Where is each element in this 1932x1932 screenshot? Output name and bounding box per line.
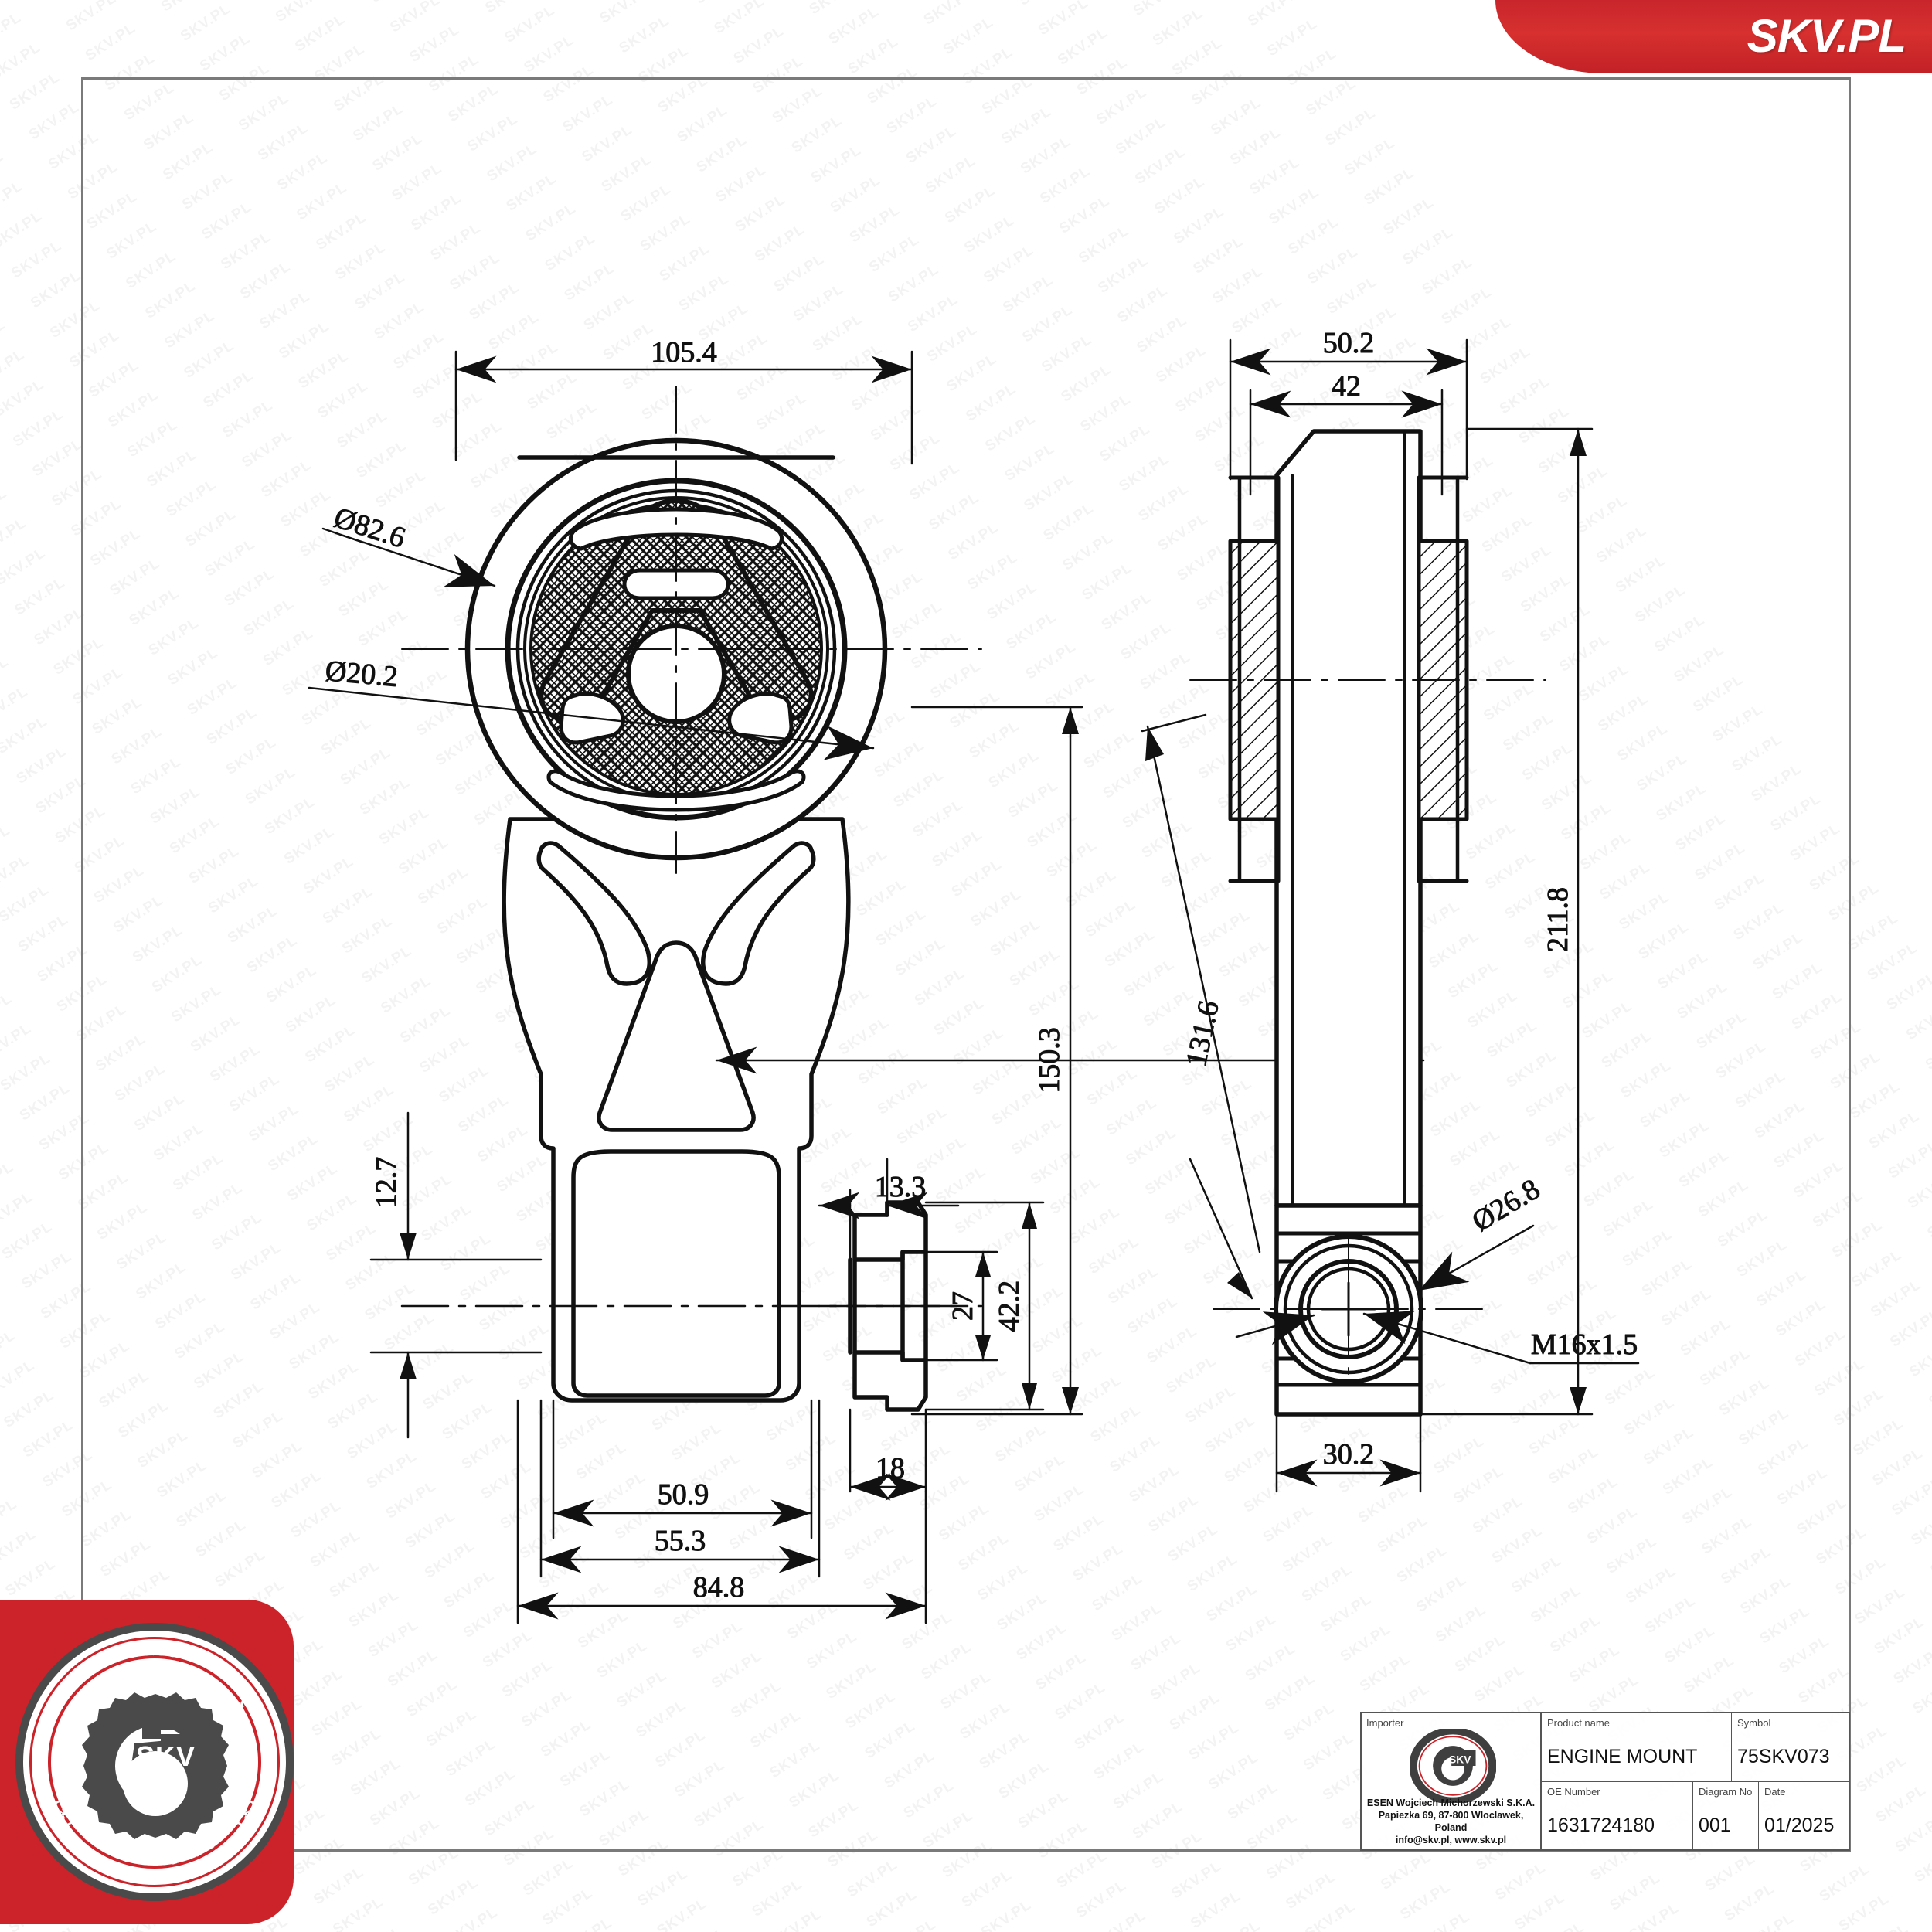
dim-50-9: 50.9 [658, 1478, 709, 1511]
product-name-cell: Product name ENGINE MOUNT [1542, 1713, 1732, 1781]
symbol-value: 75SKV073 [1737, 1746, 1830, 1767]
symbol-cell: Symbol 75SKV073 [1732, 1713, 1849, 1781]
dim-42: 42 [1332, 370, 1361, 403]
dim-55-3: 55.3 [655, 1525, 706, 1557]
importer-name: ESEN Wojciech Michorzewski S.K.A. [1366, 1798, 1536, 1808]
importer-address: Papiezka 69, 87-800 Wloclawek, Poland [1378, 1810, 1524, 1833]
dim-m16: M16x1.5 [1531, 1328, 1638, 1361]
date-cell: Date 01/2025 [1759, 1782, 1849, 1849]
title-block-row-bottom: OE Number 1631724180 Diagram No 001 Date… [1542, 1782, 1849, 1849]
oe-number-value: 1631724180 [1547, 1815, 1655, 1836]
date-value: 01/2025 [1764, 1815, 1835, 1836]
diagram-no-cell: Diagram No 001 [1693, 1782, 1759, 1849]
badge-star-right-icon: ✻ [240, 1806, 253, 1823]
diagram-no-value: 001 [1699, 1815, 1731, 1836]
dim-18: 18 [876, 1452, 905, 1485]
importer-label: Importer [1366, 1717, 1404, 1729]
brand-banner: SKV.PL [1495, 0, 1932, 73]
oe-number-label: OE Number [1547, 1786, 1600, 1798]
drawing-frame [81, 77, 1851, 1852]
dim-50-2: 50.2 [1323, 327, 1375, 359]
badge-center-label: SKV [136, 1740, 196, 1772]
dim-20-2: Ø20.2 [324, 655, 399, 693]
diagram-no-label: Diagram No [1699, 1786, 1753, 1798]
dim-13-3: 13.3 [875, 1171, 927, 1203]
skv-auto-parts-badge: AFTERMARKET PRICE - OE QUALITY AUTO PART… [0, 1592, 325, 1932]
title-block-row-top: Product name ENGINE MOUNT Symbol 75SKV07… [1542, 1713, 1849, 1782]
dim-150-3: 150.3 [1033, 1027, 1066, 1094]
date-label: Date [1764, 1786, 1786, 1798]
dim-105-4: 105.4 [651, 336, 717, 369]
importer-logo-icon: SKV [1410, 1729, 1496, 1803]
dim-12-7: 12.7 [370, 1157, 403, 1209]
dim-82-6: Ø82.6 [330, 502, 409, 555]
title-block-fields: Product name ENGINE MOUNT Symbol 75SKV07… [1542, 1713, 1849, 1849]
oe-number-cell: OE Number 1631724180 [1542, 1782, 1693, 1849]
dim-26-8: Ø26.8 [1467, 1173, 1546, 1238]
importer-details: ESEN Wojciech Michorzewski S.K.A. Papiez… [1362, 1797, 1540, 1846]
badge-star-left-icon: ✻ [57, 1806, 70, 1823]
brand-banner-shape [1495, 0, 1932, 73]
dim-30-2: 30.2 [1323, 1438, 1375, 1471]
dim-211-8: 211.8 [1542, 887, 1574, 952]
gear-icon [82, 1692, 229, 1839]
title-block-importer-cell: Importer SKV ESEN Wojciech Michorzewski … [1362, 1713, 1542, 1849]
svg-text:SKV: SKV [1449, 1753, 1471, 1765]
brand-banner-text: SKV.PL [1747, 10, 1906, 62]
badge-middle-ring [29, 1637, 280, 1887]
importer-contact: info@skv.pl, www.skv.pl [1395, 1835, 1507, 1845]
symbol-label: Symbol [1737, 1717, 1771, 1729]
product-name-label: Product name [1547, 1717, 1610, 1729]
dim-42-2: 42.2 [993, 1281, 1026, 1332]
dim-27: 27 [947, 1291, 979, 1321]
title-block: Importer SKV ESEN Wojciech Michorzewski … [1360, 1712, 1850, 1851]
product-name-value: ENGINE MOUNT [1547, 1746, 1698, 1767]
dim-84-8: 84.8 [693, 1571, 745, 1604]
